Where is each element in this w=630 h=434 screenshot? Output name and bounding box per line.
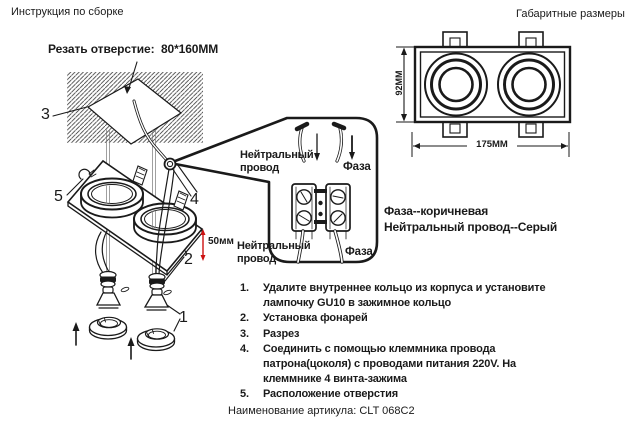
stripped-wire-tip-left: [294, 121, 310, 132]
neutral-wire-label-bottom: Нейтральный провод: [237, 240, 311, 265]
lamp-opening-right: [497, 52, 561, 117]
height-dimension-label: 92MM: [394, 70, 404, 96]
gu10-bulb-left: [95, 286, 130, 309]
depth-50mm-label: 50мм: [208, 236, 234, 247]
phase-label-top: Фаза: [343, 161, 371, 173]
lamp-wire-left: [95, 230, 110, 274]
wiring-callout-bubble: [163, 116, 379, 264]
phase-color-note: Фаза--коричневая: [384, 204, 489, 218]
lamp-opening-left: [424, 52, 488, 117]
callout-1: 1: [179, 309, 188, 326]
fixture-body-outline: [413, 45, 572, 124]
phase-label-bottom: Фаза: [345, 246, 373, 258]
callout-4: 4: [190, 191, 199, 208]
sheet-title-left: Инструкция по сборке: [11, 6, 124, 18]
item-text: Удалите внутреннее кольцо из корпуса и у…: [263, 282, 546, 310]
insert-arrow-left: [314, 133, 320, 161]
exploded-view: [52, 61, 206, 360]
width-dimension-label: 175MM: [467, 139, 517, 150]
list-item: 1. Удалите внутреннее кольцо из корпуса и…: [240, 281, 585, 311]
callout-2: 2: [184, 251, 193, 268]
depth-dimension-arrow: [200, 229, 206, 261]
neutral-color-note: Нейтральный провод--Серый: [384, 220, 558, 234]
neutral-wire-label-top: Нейтральный провод: [240, 149, 314, 174]
item-number: 4.: [240, 342, 249, 355]
up-arrow-left: [72, 322, 80, 346]
outgoing-wires: [296, 229, 344, 264]
right-ring: [133, 202, 197, 244]
list-item: 5. Расположение отверстия: [240, 387, 585, 402]
projection-inside-rings: [106, 185, 156, 229]
item-text: Расположение отверстия: [263, 388, 398, 401]
ceiling-panel: [67, 72, 203, 145]
hole-arrow: [124, 61, 138, 94]
item-number: 2.: [240, 312, 249, 325]
item-text: Соединить с помощью клеммника провода па…: [263, 342, 516, 386]
cut-hole-label: Резать отверстие: 80*160ММ: [48, 42, 219, 56]
item-number: 3.: [240, 327, 249, 340]
lamp-wires-right: [155, 168, 175, 277]
retainer-clip-small: [78, 168, 97, 180]
trim-ring-right: [136, 328, 176, 352]
list-item: 2. Установка фонарей: [240, 311, 585, 326]
gu10-bulb-right: [143, 288, 172, 311]
insert-arrow-right: [349, 135, 355, 160]
left-ring: [80, 177, 144, 219]
spring-clip-right: [173, 190, 189, 211]
callout-5: 5: [54, 188, 63, 205]
trim-ring-left: [88, 316, 128, 340]
up-arrow-right: [127, 337, 135, 360]
spring-clip-left: [132, 165, 148, 186]
item-number: 5.: [240, 388, 249, 401]
item-text: Разрез: [263, 327, 300, 340]
item-number: 1.: [240, 282, 249, 294]
wire-connector: [163, 157, 177, 171]
lamp-holder-left: [99, 270, 117, 288]
terminal-screws: [296, 189, 346, 226]
stripped-wire-tip-right: [331, 121, 347, 131]
item-text: Установка фонарей: [263, 312, 368, 325]
incoming-wires: [294, 121, 347, 163]
fixture-inner-frame: [419, 51, 566, 118]
height-dimension: [396, 46, 414, 123]
dimensions-title: Габаритные размеры: [516, 8, 625, 20]
list-item: 3. Разрез: [240, 327, 585, 342]
terminal-block: [291, 183, 351, 240]
list-item: 4. Соединить с помощью клеммника провода …: [240, 342, 585, 388]
article-name: Наименование артикула: CLT 068C2: [228, 405, 415, 417]
callout-3: 3: [41, 106, 50, 123]
lamp-holder-right: [148, 272, 166, 290]
instruction-list: 1. Удалите внутреннее кольцо из корпуса и…: [240, 281, 585, 403]
